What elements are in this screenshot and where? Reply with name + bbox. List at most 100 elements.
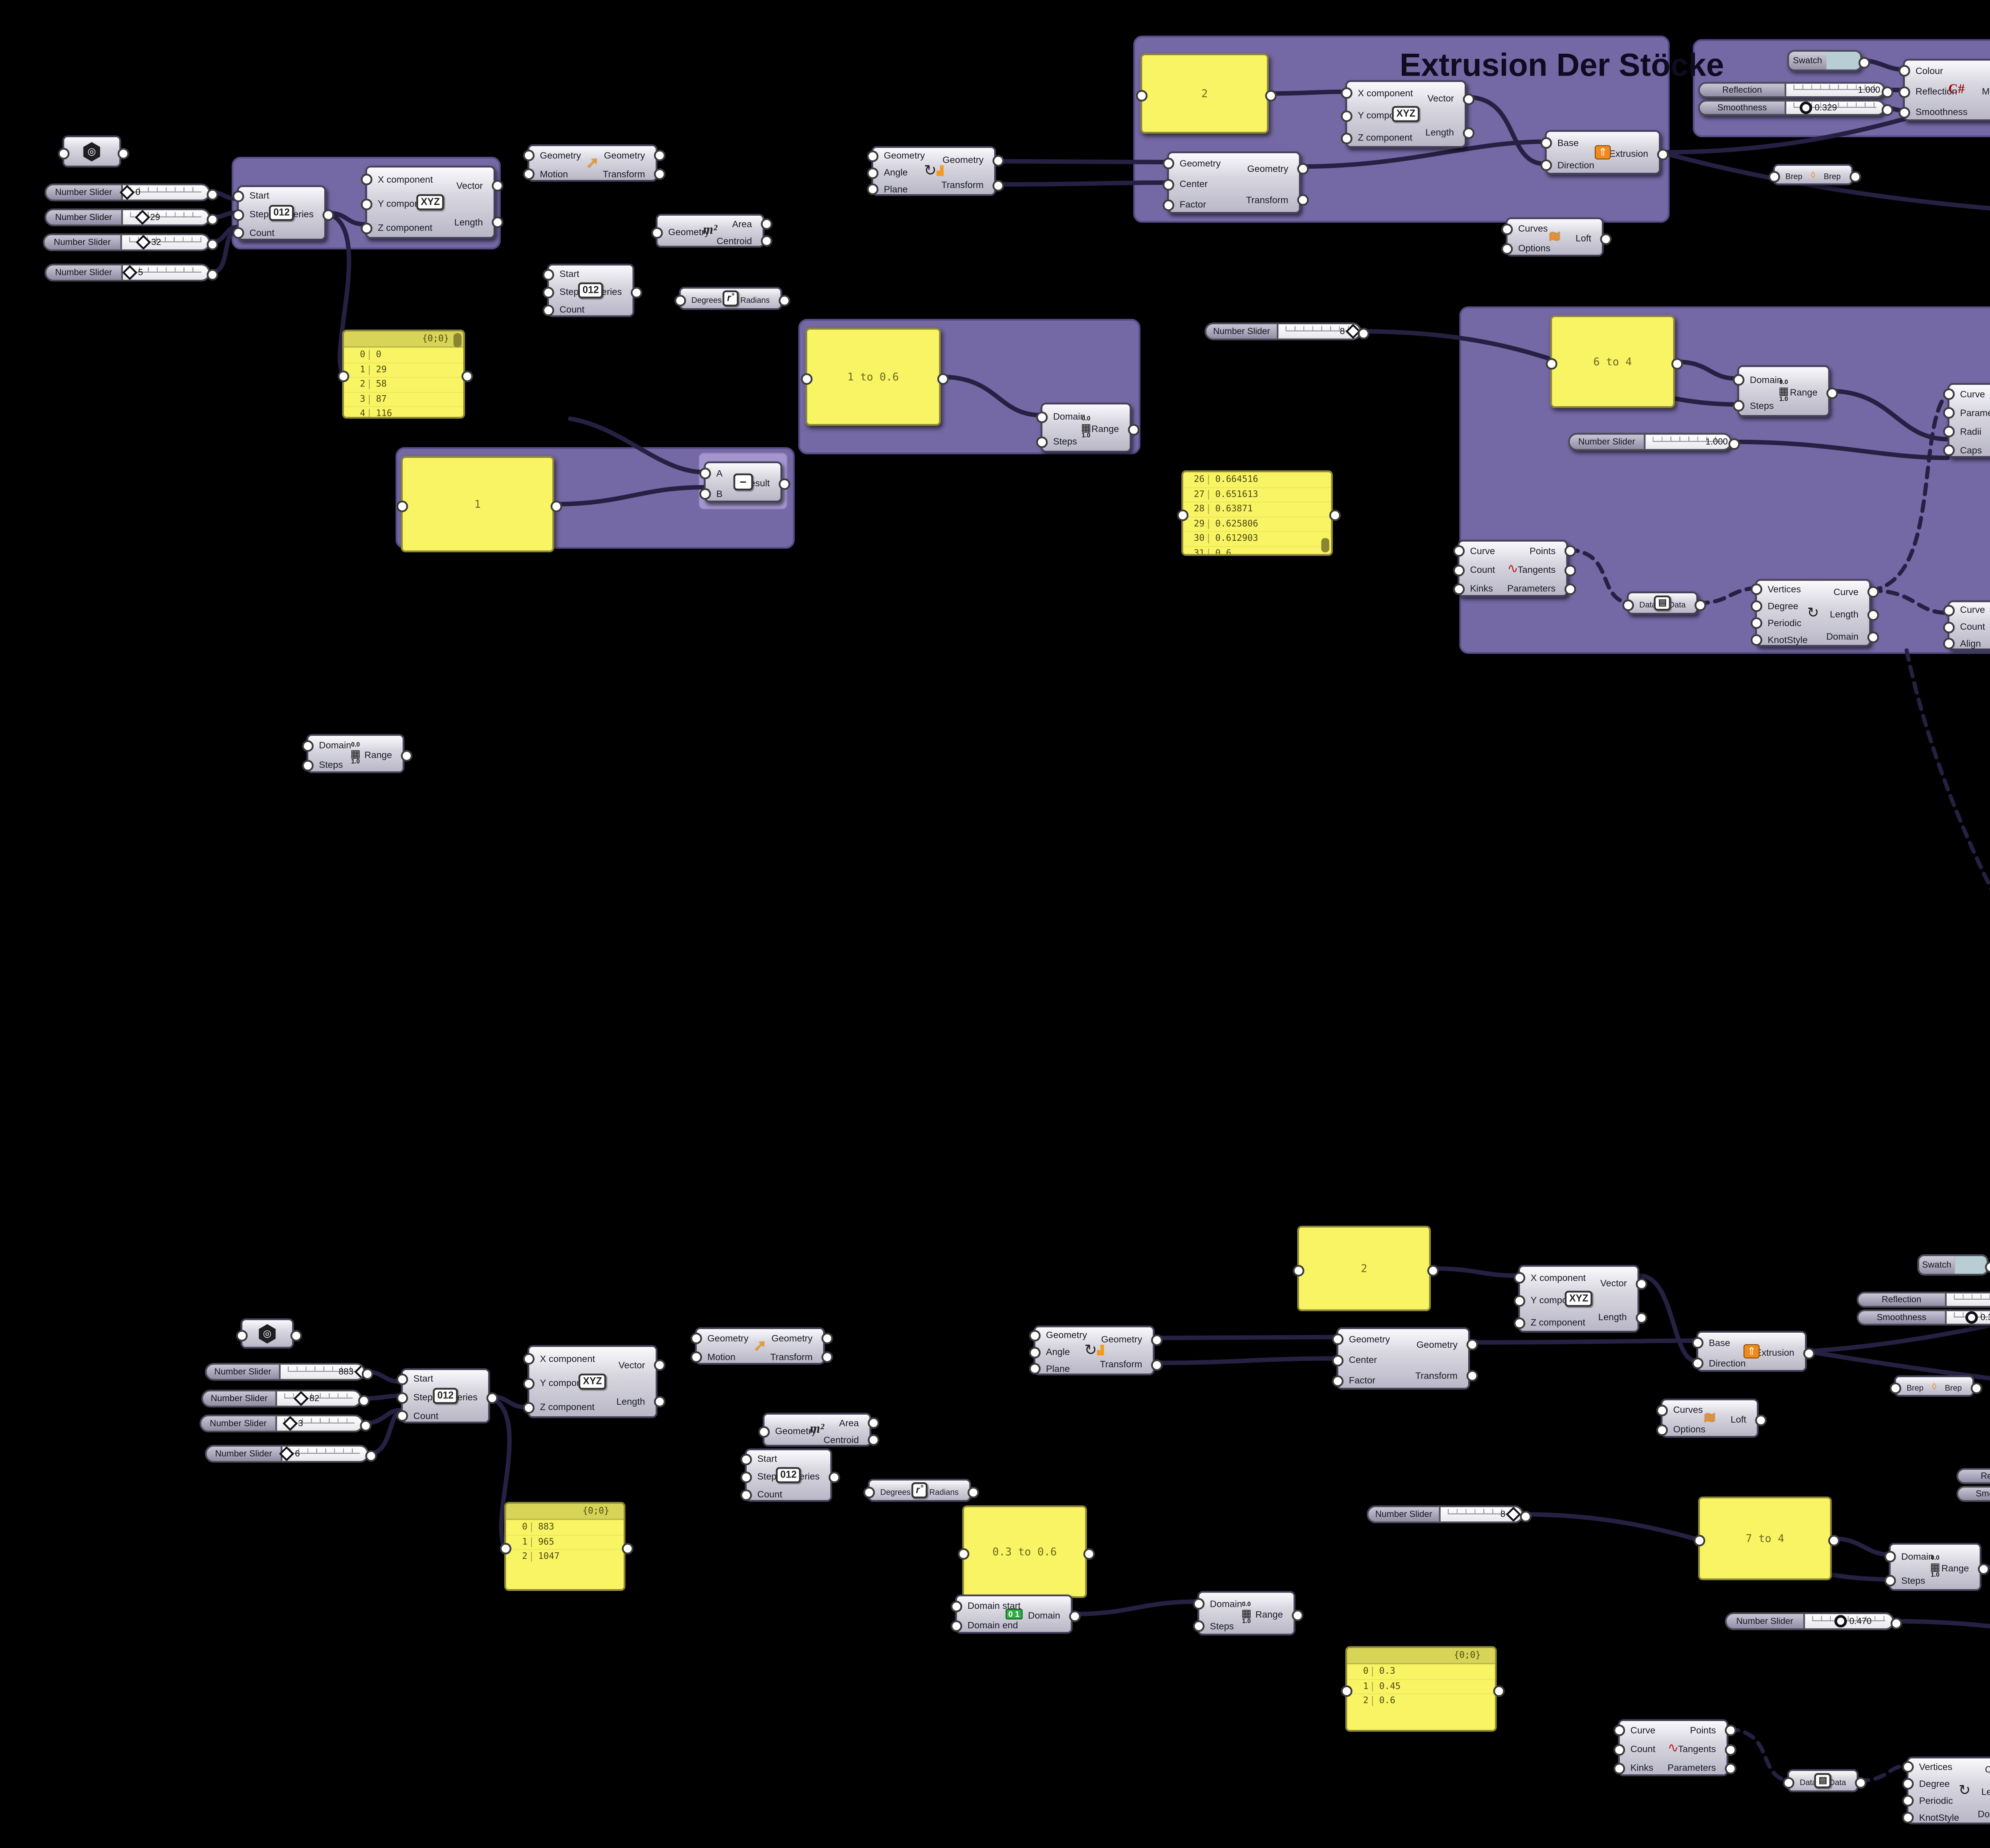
output-port[interactable] (486, 1392, 498, 1404)
slider-track[interactable]: 29 (123, 210, 209, 225)
slider-track[interactable]: 883 (281, 1365, 364, 1379)
input-port[interactable] (1902, 1761, 1914, 1773)
output-port[interactable] (1297, 163, 1309, 175)
input-port[interactable] (396, 1373, 408, 1385)
slider-output-port[interactable] (1890, 1617, 1902, 1629)
input-port[interactable] (1943, 407, 1955, 419)
panel-input-port[interactable] (1136, 89, 1148, 101)
slider-output-port[interactable] (207, 213, 219, 225)
slider-knob-marker[interactable] (279, 1446, 295, 1461)
input-port[interactable] (1943, 444, 1955, 456)
input-port[interactable] (361, 222, 373, 234)
slider-track[interactable]: 6 (279, 1446, 367, 1461)
output-port[interactable] (992, 179, 1004, 191)
output-port[interactable] (1826, 387, 1838, 399)
output-port[interactable] (654, 1396, 666, 1407)
input-port[interactable] (950, 1620, 962, 1632)
output-port[interactable] (322, 209, 334, 221)
input-port[interactable] (863, 1486, 875, 1498)
input-port[interactable] (1340, 133, 1353, 144)
input-port[interactable] (651, 226, 663, 238)
input-port[interactable] (1193, 1620, 1205, 1632)
panel-input-port[interactable] (338, 370, 349, 382)
input-port[interactable] (1453, 545, 1465, 557)
input-port[interactable] (699, 488, 711, 500)
output-port[interactable] (778, 294, 790, 306)
panel-output-port[interactable] (1828, 1534, 1840, 1546)
output-port[interactable] (1292, 1609, 1303, 1621)
slider-output-port[interactable] (1881, 86, 1893, 98)
input-port[interactable] (1453, 564, 1465, 576)
input-port[interactable] (1163, 178, 1174, 190)
panel-2-top[interactable]: 2 (1140, 53, 1269, 134)
panel-output-port[interactable] (937, 372, 949, 384)
input-port[interactable] (1453, 583, 1465, 595)
slider-knob-marker[interactable] (135, 210, 150, 225)
slider-knob[interactable]: 8 (1340, 324, 1360, 339)
panel-input-port[interactable] (801, 372, 813, 384)
panel-output-port[interactable] (1265, 89, 1277, 101)
output-port[interactable] (1128, 423, 1140, 435)
slider-track[interactable]: 0.470 (1805, 1614, 1892, 1629)
panel-2-bottom[interactable]: 2 (1297, 1226, 1431, 1312)
output-port[interactable] (654, 150, 666, 162)
panel-7-to-4[interactable]: 7 to 4 (1698, 1496, 1832, 1581)
output-port[interactable] (630, 286, 642, 298)
input-port[interactable] (1163, 199, 1174, 211)
slider-track[interactable]: 8 (1440, 1507, 1522, 1522)
slider-output-port[interactable] (207, 268, 219, 281)
output-port[interactable] (1297, 194, 1309, 206)
output-port[interactable] (1466, 1339, 1478, 1351)
input-port[interactable] (1884, 1551, 1896, 1563)
input-port[interactable] (542, 268, 554, 281)
input-port[interactable] (1332, 1354, 1344, 1366)
slider-knob[interactable]: 1.000 (1858, 84, 1884, 96)
output-port[interactable] (654, 168, 666, 180)
input-port[interactable] (58, 147, 70, 159)
slider-track[interactable]: 0.329 (1786, 101, 1884, 114)
input-port[interactable] (542, 286, 554, 298)
slider-output-port[interactable] (207, 238, 219, 250)
slider-knob-marker[interactable] (120, 185, 135, 200)
output-port[interactable] (821, 1351, 833, 1363)
swatch-4[interactable]: Swatch (1917, 1254, 1989, 1276)
slider-knob[interactable]: 3 (282, 1416, 303, 1431)
slider-track[interactable]: 0.377 (1946, 1311, 1990, 1324)
slider-output-port[interactable] (360, 1419, 372, 1431)
panel-input-port[interactable] (958, 1548, 970, 1559)
slider-track[interactable]: 1.000 (1786, 84, 1884, 96)
output-port[interactable] (1069, 1610, 1081, 1622)
input-port[interactable] (1732, 400, 1745, 412)
input-port[interactable] (1514, 1317, 1526, 1329)
swatch-1[interactable]: Swatch (1787, 50, 1862, 72)
panel-1[interactable]: 1 (401, 456, 554, 552)
input-port[interactable] (1750, 583, 1762, 595)
panel-output-port[interactable] (1671, 357, 1683, 369)
input-port[interactable] (1768, 170, 1780, 182)
canvas-title[interactable]: Extrusion Der Stöcke (1399, 46, 1724, 83)
output-port[interactable] (1657, 148, 1669, 160)
output-port[interactable] (1151, 1359, 1163, 1370)
slider-knob[interactable]: 0.329 (1799, 101, 1837, 114)
input-port[interactable] (1902, 1778, 1914, 1790)
slider-knob-marker[interactable] (282, 1416, 298, 1431)
swatch-color[interactable] (1826, 51, 1861, 70)
